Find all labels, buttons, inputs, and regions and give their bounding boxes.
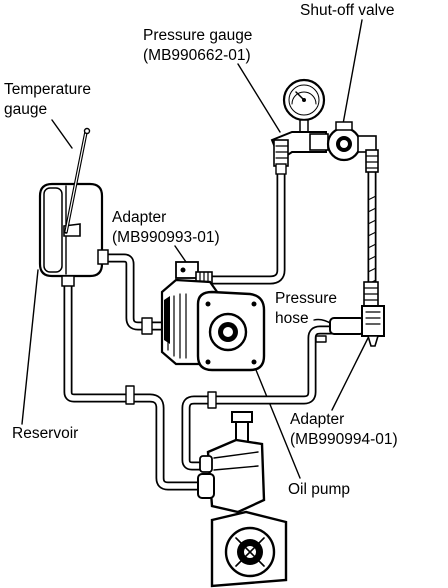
- label-adapter-bottom-line1: Adapter: [290, 411, 344, 428]
- label-shut-off-valve: Shut-off valve: [300, 2, 395, 19]
- leader-adapter-top: [174, 245, 187, 263]
- leader-temperature-gauge: [51, 119, 73, 149]
- leader-shut-off-valve: [342, 19, 363, 125]
- label-temperature-gauge-line2: gauge: [4, 101, 47, 118]
- shut-off-valve: [326, 121, 379, 173]
- label-adapter-bottom-line2: (MB990994-01): [290, 431, 398, 448]
- label-pressure-hose-line1: Pressure: [275, 290, 337, 307]
- leader-reservoir: [21, 269, 39, 425]
- label-reservoir: Reservoir: [12, 425, 78, 442]
- adapter-bottom: [329, 281, 385, 347]
- label-oil-pump: Oil pump: [288, 481, 350, 498]
- leader-pressure-gauge: [237, 63, 281, 133]
- label-pressure-gauge-line1: Pressure gauge: [143, 27, 252, 44]
- leader-lines: [21, 19, 369, 479]
- temperature-gauge: [64, 127, 91, 234]
- label-adapter-top-line1: Adapter: [112, 209, 166, 226]
- steering-gear-box: [197, 411, 288, 588]
- label-pressure-gauge-line2: (MB990662-01): [143, 47, 251, 64]
- leader-adapter-bottom: [331, 337, 369, 411]
- pressure-gauge: [282, 78, 326, 133]
- hose-reservoir-to-pump: [101, 253, 167, 331]
- hoses: [63, 159, 377, 491]
- oil-pump: [160, 278, 266, 372]
- gauge-manifold: [270, 131, 329, 175]
- label-temperature-gauge-line1: Temperature: [4, 81, 91, 98]
- label-adapter-top-line2: (MB990993-01): [112, 229, 220, 246]
- hose-gauge-to-adapter: [205, 159, 286, 285]
- reservoir: [38, 182, 109, 287]
- label-pressure-hose-line2: hose: [275, 310, 309, 327]
- leader-oil-pump: [255, 369, 301, 479]
